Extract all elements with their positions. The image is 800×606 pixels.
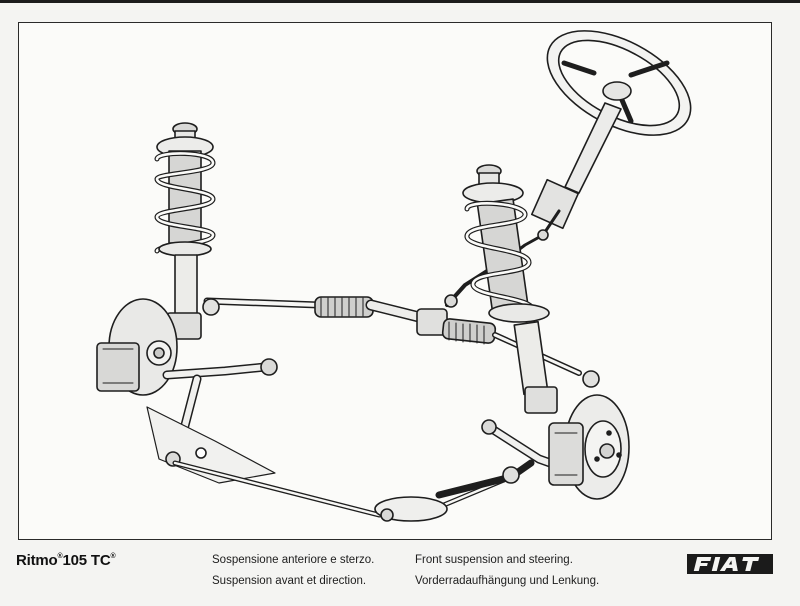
- left-wheel-hub: [96, 298, 278, 396]
- left-lower-arm: [146, 374, 276, 484]
- model-name-quote: ®: [57, 553, 63, 560]
- illustration-frame: [18, 22, 772, 540]
- steering-rack: [202, 296, 600, 388]
- top-border-strip: [0, 0, 800, 3]
- model-variant-mark: ®: [110, 553, 116, 560]
- fiat-logo: [687, 554, 773, 574]
- model-name: Ritmo: [16, 552, 58, 569]
- anti-roll-bar: [172, 460, 514, 522]
- caption-french: Suspension avant et direction.: [212, 575, 367, 587]
- suspension-illustration: [96, 30, 692, 522]
- caption-area: Ritmo®105 TC® Sospensione anteriore e st…: [0, 540, 800, 606]
- right-wheel-hub: [548, 394, 630, 500]
- right-strut: [462, 164, 558, 414]
- caption-italian: Sospensione anteriore e sterzo.: [212, 554, 375, 566]
- model-variant: 105 TC: [62, 552, 111, 569]
- steering-wheel: [546, 30, 692, 136]
- right-lower-arm: [435, 419, 572, 499]
- caption-german: Vorderradaufhängung und Lenkung.: [415, 575, 600, 587]
- caption-english: Front suspension and steering.: [415, 554, 573, 566]
- model-title: Ritmo®105 TC®: [16, 552, 116, 569]
